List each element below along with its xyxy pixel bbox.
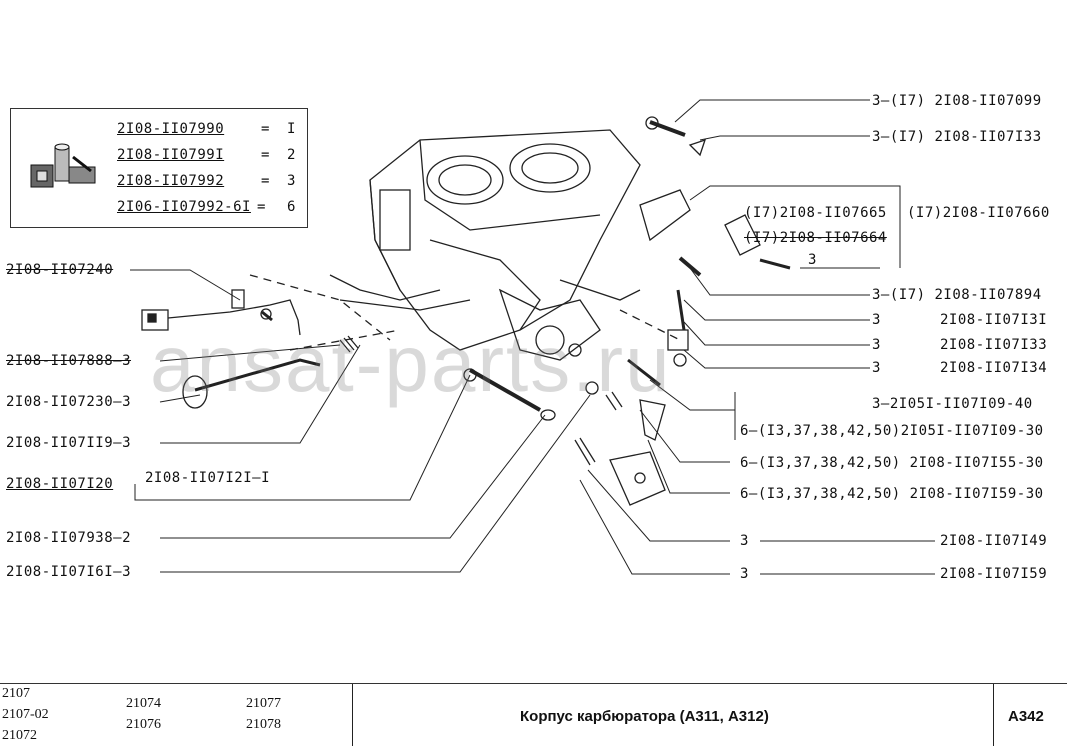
callout-qty-3-1107149: 3	[740, 533, 749, 549]
callout-2108-1107131: 2I08-II07I3I	[940, 312, 1048, 328]
footer-divider-2	[993, 684, 994, 746]
callout-2108-1107149: 2I08-II07I49	[940, 533, 1048, 549]
callout-qty-3-1107133: 3	[872, 337, 881, 353]
callout-2108-1107894: 3—(I7) 2I08-II07894	[872, 287, 1042, 303]
legend-eq-3: =	[261, 173, 270, 189]
watermark: ansat-parts.ru	[150, 319, 672, 408]
footer-model: 21076	[126, 717, 161, 732]
callout-qty-3-1107159: 3	[740, 566, 749, 582]
callout-2108-1107665: (I7)2I08-II07665	[744, 205, 887, 221]
callout-2108-1107120: 2I08-II07I20	[6, 476, 114, 492]
callout-2108-1107161: 2I08-II07I6I—3	[6, 564, 132, 580]
callout-qty-3-1107134: 3	[872, 360, 881, 376]
legend-qty-4: 6	[287, 199, 296, 215]
page-title: Корпус карбюратора (А311, А312)	[520, 708, 769, 725]
callout-qty-3-1107131: 3	[872, 312, 881, 328]
callout-2108-1107230: 2I08-II07230—3	[6, 394, 132, 410]
callout-2108-1107888: 2I08-II07888—3	[6, 353, 132, 369]
callout-2108-1107133: 2I08-II07I33	[940, 337, 1048, 353]
legend-eq-4: =	[257, 199, 266, 215]
footer-model: 21072	[2, 728, 37, 743]
legend-qty-1: I	[287, 121, 296, 137]
legend-code-2: 2I08-II0799I	[117, 147, 225, 163]
callout-2108-1107159: 2I08-II07I59	[940, 566, 1048, 582]
callout-2108-1107664: (I7)2I08-II07664	[744, 230, 887, 246]
callout-21051-1107109-30: 6—(I3,37,38,42,50)2I05I-II07I09-30	[740, 423, 1044, 439]
footer-model: 2107-02	[2, 707, 49, 722]
legend-eq-1: =	[261, 121, 270, 137]
callout-2108-1107119: 2I08-II07II9—3	[6, 435, 132, 451]
footer-model: 21077	[246, 696, 281, 711]
legend-code-4: 2I06-II07992-6I	[117, 199, 251, 215]
callout-2108-1107660: (I7)2I08-II07660	[907, 205, 1050, 221]
footer-model: 21074	[126, 696, 161, 711]
callout-qty-3-bracket: 3	[808, 252, 817, 268]
legend-box: 2I08-II07990 = I 2I08-II0799I = 2 2I08-I…	[10, 108, 308, 228]
callout-2108-1107133-top: 3—(I7) 2I08-II07I33	[872, 129, 1042, 145]
callout-2108-1107099: 3—(I7) 2I08-II07099	[872, 93, 1042, 109]
callout-21051-1107109-40: 3—2I05I-II07I09-40	[872, 396, 1033, 412]
callout-2108-1107240: 2I08-II07240	[6, 262, 114, 278]
footer-model: 21078	[246, 717, 281, 732]
legend-qty-3: 3	[287, 173, 296, 189]
footer-model: 2107	[2, 686, 30, 701]
page-code: А342	[1008, 708, 1044, 725]
legend-eq-2: =	[261, 147, 270, 163]
callout-2108-1107938: 2I08-II07938—2	[6, 530, 132, 546]
carburetor-drawing	[130, 99, 935, 575]
legend-qty-2: 2	[287, 147, 296, 163]
callout-2108-1107159-30: 6—(I3,37,38,42,50) 2I08-II07I59-30	[740, 486, 1044, 502]
callout-2108-1107134: 2I08-II07I34	[940, 360, 1048, 376]
footer: 2107 2107-02 21072 21074 21076 21077 210…	[0, 683, 1067, 746]
footer-divider-1	[352, 684, 353, 746]
kit-icon	[30, 143, 96, 188]
callout-2108-1107155-30: 6—(I3,37,38,42,50) 2I08-II07I55-30	[740, 455, 1044, 471]
legend-code-1: 2I08-II07990	[117, 121, 225, 137]
legend-code-3: 2I08-II07992	[117, 173, 225, 189]
callout-2108-1107121: 2I08-II07I2I—I	[145, 470, 271, 486]
